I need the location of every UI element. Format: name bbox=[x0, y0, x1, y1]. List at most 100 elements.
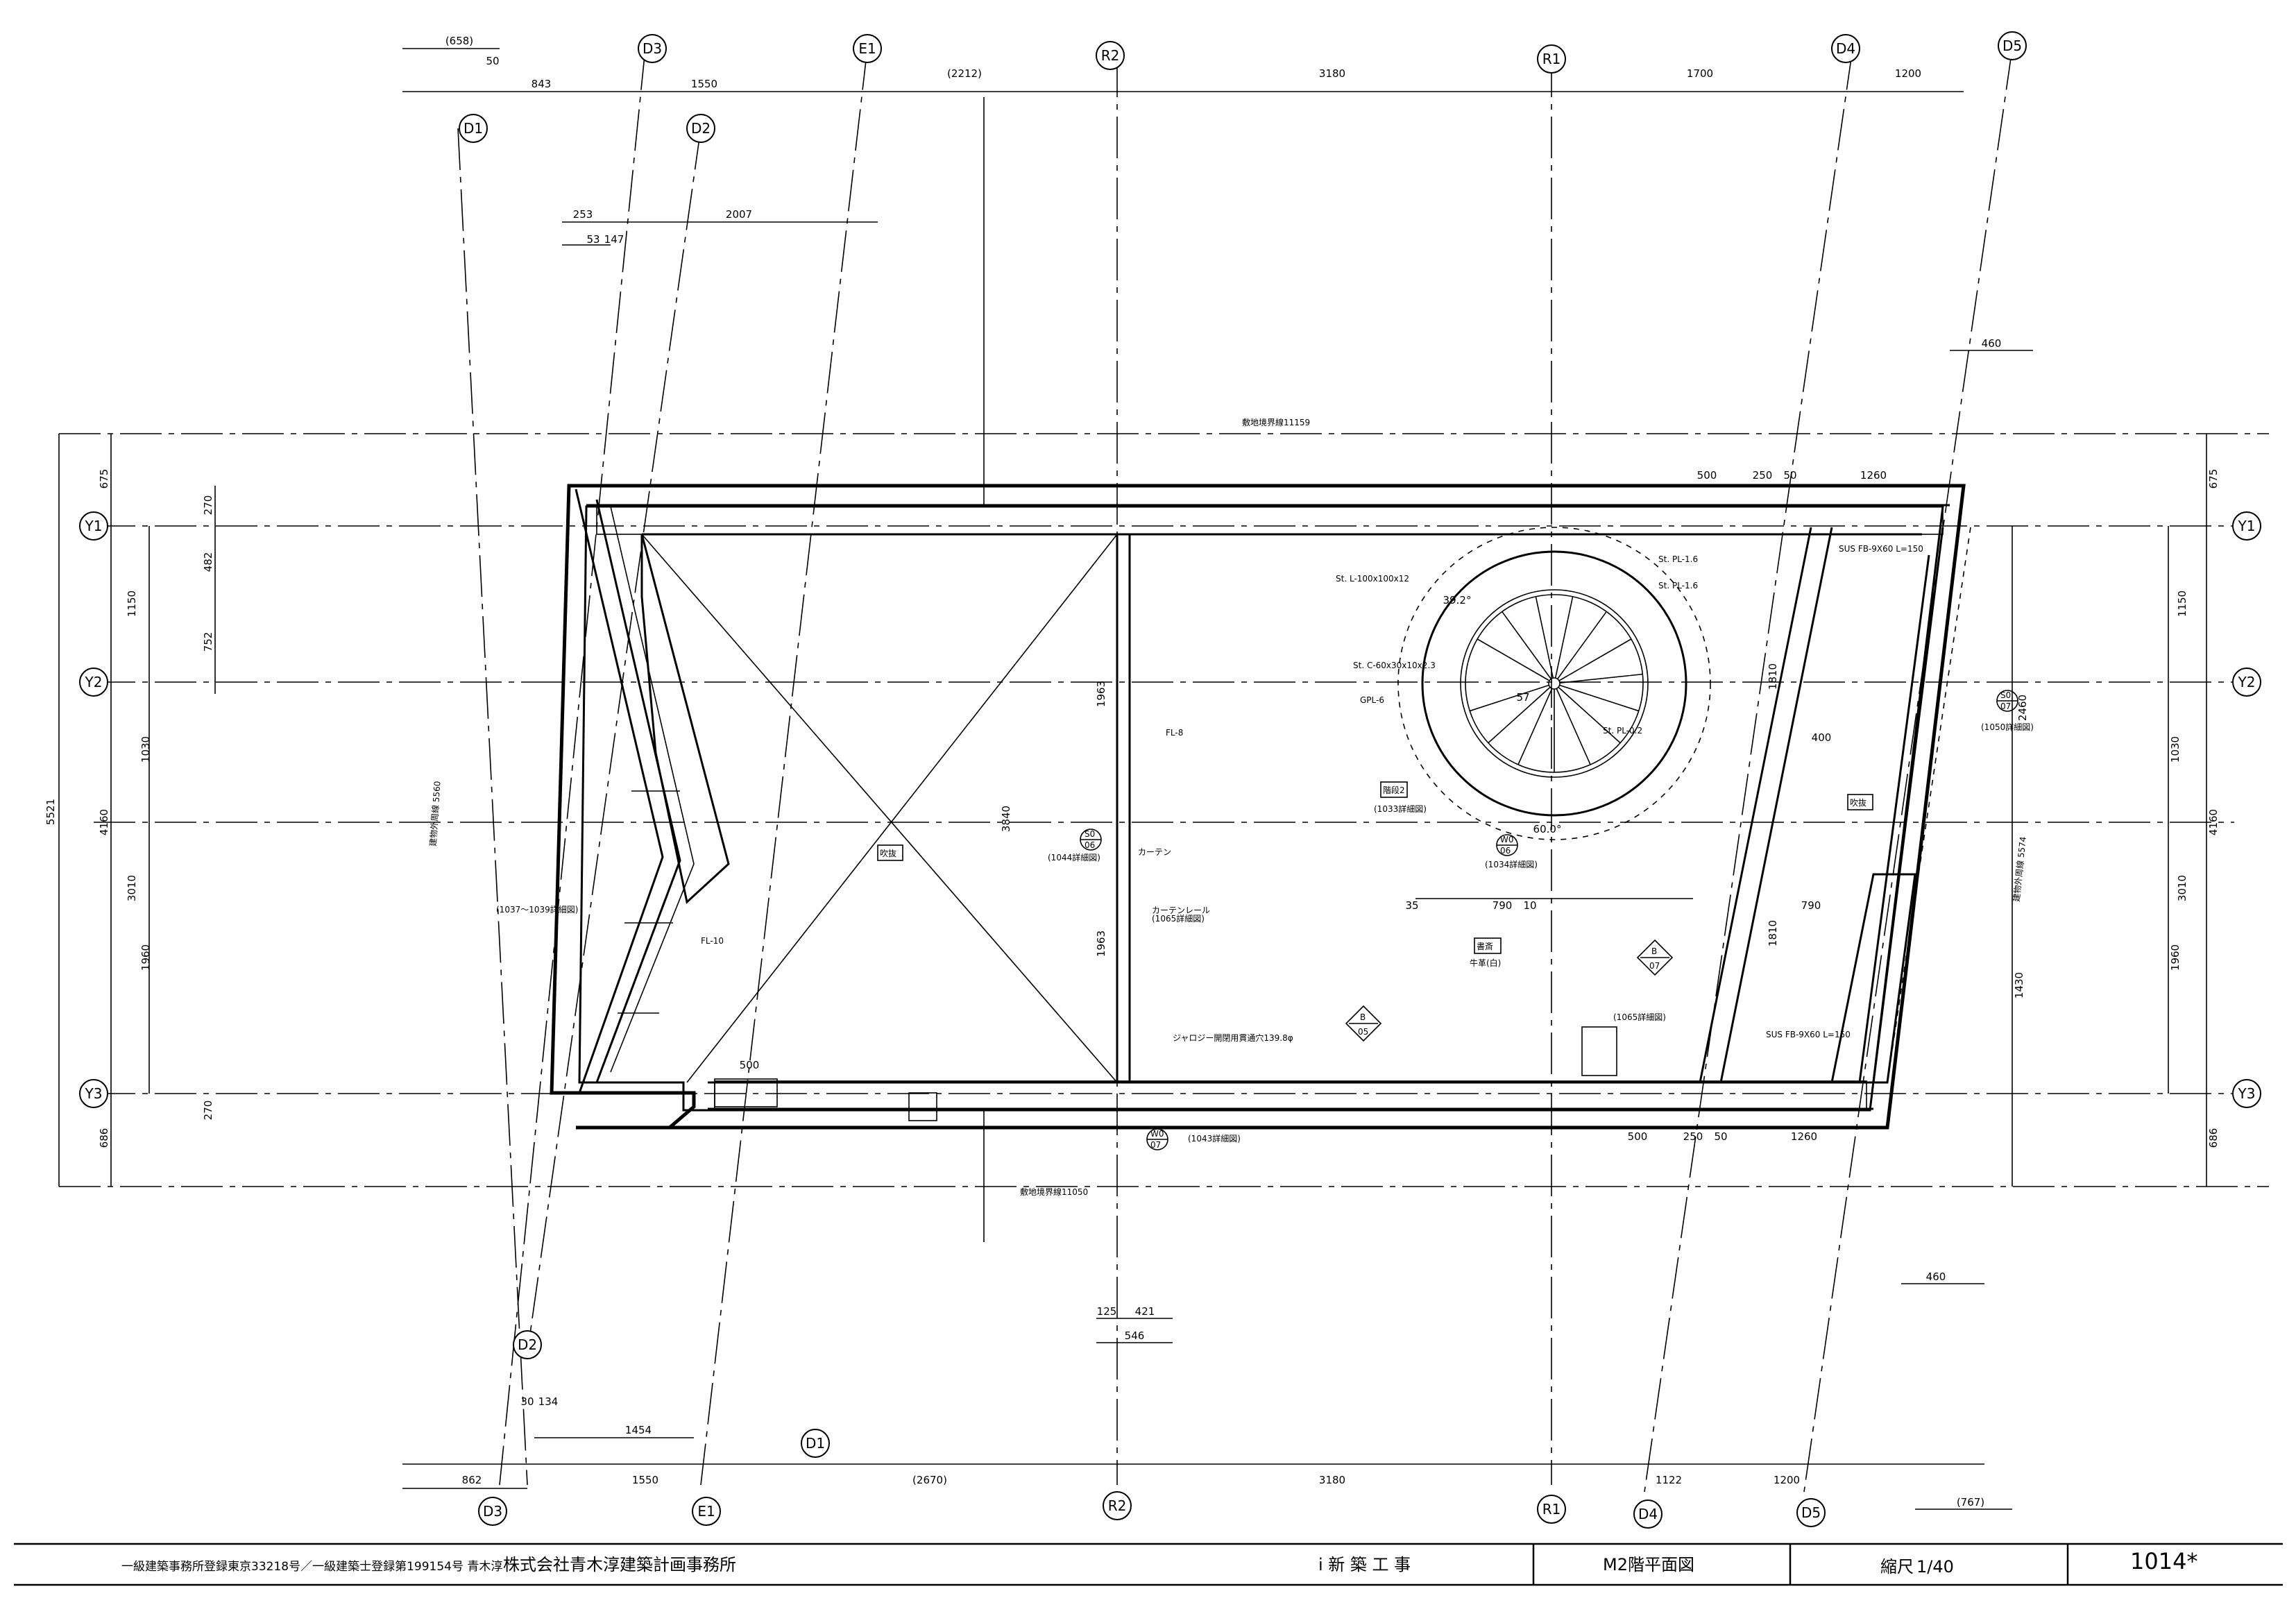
dim-int-250b: 250 bbox=[1683, 1130, 1703, 1143]
label-jalousie: ジャロジー開閉用貫通穴139.8φ bbox=[1173, 1033, 1293, 1043]
grid-bubble-bottom-e1: E1 bbox=[692, 1497, 721, 1526]
title-project: i 新 築 工 事 bbox=[1318, 1555, 1411, 1574]
grid-bubble-left-y2: Y2 bbox=[79, 668, 108, 697]
grid-line-d5 bbox=[1803, 48, 2013, 1493]
label-steel-2: St. C-60x30x10x2.3 bbox=[1353, 661, 1436, 670]
dim-right-1150: 1150 bbox=[2176, 590, 2188, 617]
dim-top-147: 147 bbox=[604, 233, 624, 246]
dim-bottom-460: 460 bbox=[1926, 1271, 1946, 1283]
label-sus-2: SUS FB-9X60 L=150 bbox=[1766, 1030, 1851, 1039]
grid-bubble-bottom-r2: R2 bbox=[1103, 1491, 1132, 1520]
dim-top-3180: 3180 bbox=[1319, 67, 1345, 80]
svg-text:Y1: Y1 bbox=[85, 518, 103, 534]
grid-lines bbox=[59, 48, 2269, 1493]
grid-bubble-top-r1: R1 bbox=[1537, 44, 1566, 74]
dim-int-57: 57 bbox=[1516, 691, 1529, 704]
label-edge-bottom: 敷地境界線11050 bbox=[1020, 1187, 1088, 1197]
grid-bubble-bottom-r1: R1 bbox=[1537, 1495, 1566, 1524]
grid-bubble-top-e1: E1 bbox=[853, 34, 882, 63]
title-office: 株式会社青木淳建築計画事務所 bbox=[503, 1555, 736, 1574]
grid-bubble-bottom-d4: D4 bbox=[1633, 1499, 1663, 1529]
dim-int-1260b: 1260 bbox=[1791, 1130, 1817, 1143]
svg-text:07: 07 bbox=[2000, 702, 2011, 711]
svg-text:07: 07 bbox=[1649, 961, 1660, 971]
svg-text:S0: S0 bbox=[2000, 690, 2011, 700]
grid-bubble-right-y1: Y1 bbox=[2232, 511, 2261, 541]
dimension-text: (658) 50 843 1550 (2212) 3180 1700 1200 … bbox=[44, 35, 2220, 1509]
svg-text:Y1: Y1 bbox=[2238, 518, 2256, 534]
label-curtain: カーテン bbox=[1138, 847, 1171, 857]
dim-top-658: (658) bbox=[445, 35, 473, 47]
dim-top-2007: 2007 bbox=[726, 208, 752, 221]
stair-tread bbox=[1554, 596, 1574, 679]
dim-left-482: 482 bbox=[202, 552, 214, 572]
svg-text:D4: D4 bbox=[1836, 40, 1855, 57]
grid-bubble-left-y1: Y1 bbox=[79, 511, 108, 541]
dim-bottom-1200: 1200 bbox=[1774, 1474, 1800, 1486]
svg-text:07: 07 bbox=[1150, 1140, 1161, 1150]
dim-right-1030: 1030 bbox=[2169, 736, 2182, 763]
label-room-study: 書斎 bbox=[1477, 941, 1493, 951]
dim-left-686: 686 bbox=[98, 1128, 110, 1148]
svg-text:05: 05 bbox=[1358, 1027, 1368, 1037]
grid-line-e1 bbox=[700, 48, 868, 1486]
grid-bubble-right-y3: Y3 bbox=[2232, 1079, 2261, 1108]
grid-bubbles: D1 D3 D2 E1 R2 R1 D4 D5 D2 D3 E1 D1 R2 R… bbox=[79, 31, 2261, 1529]
grid-bubble-top-r2: R2 bbox=[1096, 41, 1125, 70]
dim-bottom-2670: (2670) bbox=[912, 1474, 947, 1486]
svg-text:D5: D5 bbox=[1801, 1504, 1821, 1521]
section-mark-b05: B 05 bbox=[1345, 1005, 1382, 1042]
dim-bottom-421: 421 bbox=[1135, 1305, 1155, 1318]
svg-text:R2: R2 bbox=[1101, 47, 1120, 64]
stair-tread bbox=[1517, 688, 1553, 765]
label-fl-1: FL-8 bbox=[1166, 728, 1183, 738]
svg-text:06: 06 bbox=[1085, 840, 1095, 850]
svg-text:R1: R1 bbox=[1542, 51, 1561, 67]
grid-line-d2 bbox=[527, 128, 701, 1354]
svg-text:D1: D1 bbox=[806, 1435, 825, 1452]
label-note-1044: (1044詳細図) bbox=[1048, 852, 1100, 863]
title-sheet-no: 1014* bbox=[2130, 1548, 2197, 1574]
label-note-1034: (1034詳細図) bbox=[1485, 859, 1538, 869]
grid-line-d1 bbox=[457, 128, 528, 1486]
section-mark-w0-06: W0 06 bbox=[1496, 834, 1518, 856]
svg-text:D2: D2 bbox=[691, 120, 711, 137]
label-site-len: 建物外周線 5560 bbox=[427, 781, 443, 847]
svg-text:D3: D3 bbox=[483, 1503, 502, 1520]
dim-bottom-1550: 1550 bbox=[632, 1474, 658, 1486]
label-void-1: 吹抜 bbox=[880, 849, 896, 858]
dim-interior-1810b: 1810 bbox=[1767, 920, 1779, 946]
dim-top-53: 53 bbox=[586, 233, 599, 246]
outer-wall bbox=[550, 484, 1966, 1130]
svg-text:E1: E1 bbox=[858, 40, 876, 57]
label-void-2: 吹抜 bbox=[1850, 798, 1866, 808]
grid-bubble-top-d5: D5 bbox=[1998, 31, 2027, 60]
stair-tread bbox=[1488, 686, 1551, 744]
grid-line-d4 bbox=[1644, 48, 1853, 1493]
building-walls bbox=[550, 484, 1971, 1130]
spiral-stair bbox=[1397, 527, 1711, 899]
label-steel-5: St. PL-1.6 bbox=[1658, 581, 1698, 590]
title-scale-value: 1/40 bbox=[1916, 1557, 1954, 1577]
dim-bottom-1122: 1122 bbox=[1656, 1474, 1682, 1486]
dim-left-270: 270 bbox=[202, 495, 214, 516]
svg-text:W0: W0 bbox=[1500, 835, 1514, 844]
dim-int-50b: 50 bbox=[1714, 1130, 1727, 1143]
label-steel-4: St. PL-1.6 bbox=[1658, 554, 1698, 564]
svg-text:R2: R2 bbox=[1108, 1497, 1127, 1514]
section-mark-s0-06: S0 06 bbox=[1080, 829, 1102, 851]
dim-bottom-767: (767) bbox=[1957, 1496, 1984, 1509]
dim-interior-1963a: 1963 bbox=[1095, 681, 1107, 707]
title-drawing: M2階平面図 bbox=[1603, 1555, 1694, 1574]
dim-bottom-3180: 3180 bbox=[1319, 1474, 1345, 1486]
label-fl-2: FL-10 bbox=[701, 936, 724, 946]
dim-right-1430: 1430 bbox=[2013, 972, 2025, 999]
dim-interior-1963b: 1963 bbox=[1095, 931, 1107, 957]
label-sus-1: SUS FB-9X60 L=150 bbox=[1839, 544, 1923, 554]
label-note-1065: (1065詳細図) bbox=[1152, 913, 1205, 924]
dim-left-1960: 1960 bbox=[139, 944, 152, 971]
svg-text:D1: D1 bbox=[464, 120, 483, 137]
stair-tread bbox=[1558, 638, 1632, 681]
stair-tread bbox=[1559, 673, 1643, 683]
dim-int-250a: 250 bbox=[1753, 469, 1773, 482]
